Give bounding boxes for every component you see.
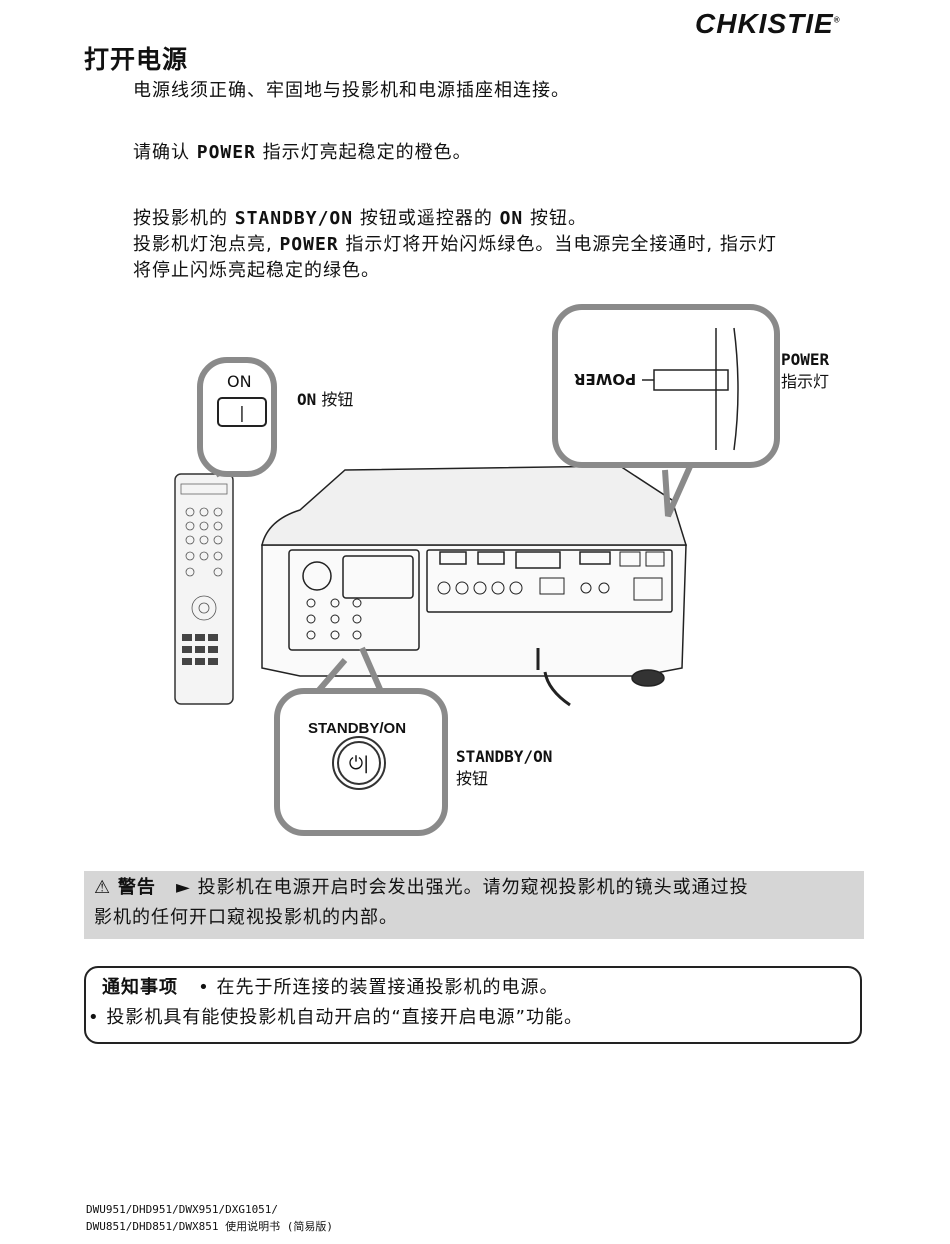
on-callout-label: ON xyxy=(227,372,252,391)
standby-button-label: STANDBY/ON 按钮 xyxy=(456,746,552,790)
on-button-label: ON 按钮 xyxy=(297,389,353,411)
step-3: 按投影机的 STANDBY/ON 按钮或遥控器的 ON 按钮。 xyxy=(133,206,587,232)
step-3-text-c: 按钮。 xyxy=(530,208,587,229)
step-2-text-a: 请确认 xyxy=(133,142,190,163)
projector-body xyxy=(261,465,688,707)
step-3-keyword-on: ON xyxy=(499,208,524,229)
footer-model-info: DWU951/DHD951/DWX951/DXG1051/ DWU851/DHD… xyxy=(86,1201,333,1235)
step-1: 电源线须正确、牢固地与投影机和电源插座相连接。 xyxy=(133,80,570,101)
warning-title: 警告 xyxy=(117,877,156,898)
warning-line-1: ⚠ 警告 ► 投影机在电源开启时会发出强光。请勿窥视投影机的镜头或通过投 xyxy=(94,873,854,903)
on-button-glyph: | xyxy=(239,402,245,422)
step-4-keyword: POWER xyxy=(279,234,339,255)
notice-title: 通知事项 xyxy=(102,977,178,998)
notice-bullet-1: 在先于所连接的装置接通投影机的电源。 xyxy=(216,977,559,998)
power-icon: ⏻| xyxy=(337,741,381,785)
step-3-keyword-standby: STANDBY/ON xyxy=(234,208,354,229)
brand-logo: CHKISTIE® xyxy=(695,8,841,40)
step-2-keyword: POWER xyxy=(196,142,256,163)
page-title: 打开电源 xyxy=(84,45,189,74)
standby-label-text: 按钮 xyxy=(456,769,489,788)
power-label-keyword: POWER xyxy=(781,350,830,369)
power-label-text: 指示灯 xyxy=(781,372,830,391)
step-2-text-b: 指示灯亮起稳定的橙色。 xyxy=(262,142,472,163)
notice-line-2: • 投影机具有能使投影机自动开启的“直接开启电源”功能。 xyxy=(88,1003,860,1033)
step-2: 请确认 POWER 指示灯亮起稳定的橙色。 xyxy=(133,140,472,166)
standby-callout-label: STANDBY/ON xyxy=(308,720,407,737)
notice-box: 通知事项 • 在先于所连接的装置接通投影机的电源。 • 投影机具有能使投影机自动… xyxy=(84,966,862,1044)
step-5: 将停止闪烁亮起稳定的绿色。 xyxy=(133,260,380,281)
standby-button-callout: STANDBY/ON ⏻| xyxy=(274,688,448,836)
notice-line-1: 通知事项 • 在先于所连接的装置接通投影机的电源。 xyxy=(102,973,860,1003)
power-indicator-label: POWER 指示灯 xyxy=(781,349,829,393)
step-4-text-a: 投影机灯泡点亮, xyxy=(133,234,273,255)
footer-line-2: DWU851/DHD851/DWX851 使用说明书 (简易版) xyxy=(86,1220,333,1233)
brand-mark: ® xyxy=(833,15,841,25)
on-label-keyword: ON xyxy=(297,390,317,409)
power-mirrored-text: POWER xyxy=(574,370,637,388)
on-label-text: 按钮 xyxy=(321,390,354,409)
warning-box: ⚠ 警告 ► 投影机在电源开启时会发出强光。请勿窥视投影机的镜头或通过投 影机的… xyxy=(84,871,864,939)
warning-text-1: 投影机在电源开启时会发出强光。请勿窥视投影机的镜头或通过投 xyxy=(197,877,749,898)
bullet-icon: • xyxy=(88,1007,100,1028)
remote-control-icon xyxy=(174,473,234,705)
standby-power-button[interactable]: ⏻| xyxy=(332,736,386,790)
bullet-icon: • xyxy=(198,977,210,998)
brand-text: CHKISTIE xyxy=(695,8,834,39)
standby-label-keyword: STANDBY/ON xyxy=(456,747,553,766)
footer-line-1: DWU951/DHD951/DWX951/DXG1051/ xyxy=(86,1203,279,1216)
step-4: 投影机灯泡点亮, POWER 指示灯将开始闪烁绿色。当电源完全接通时, 指示灯 xyxy=(133,232,777,258)
step-3-text-b: 按钮或遥控器的 xyxy=(359,208,493,229)
warning-icon: ⚠ xyxy=(94,877,112,898)
warning-text-2: 影机的任何开口窥视投影机的内部。 xyxy=(94,907,398,928)
remote-on-button[interactable]: | xyxy=(217,397,267,427)
step-3-text-a: 按投影机的 xyxy=(133,208,228,229)
step-4-text-b: 指示灯将开始闪烁绿色。当电源完全接通时, 指示灯 xyxy=(345,234,777,255)
arrow-right-icon: ► xyxy=(176,877,191,898)
power-indicator-callout: POWER xyxy=(552,304,780,468)
on-button-callout: ON | xyxy=(197,357,277,477)
indicator-panel-lines xyxy=(642,327,739,451)
notice-bullet-2: 投影机具有能使投影机自动开启的“直接开启电源”功能。 xyxy=(106,1007,584,1028)
